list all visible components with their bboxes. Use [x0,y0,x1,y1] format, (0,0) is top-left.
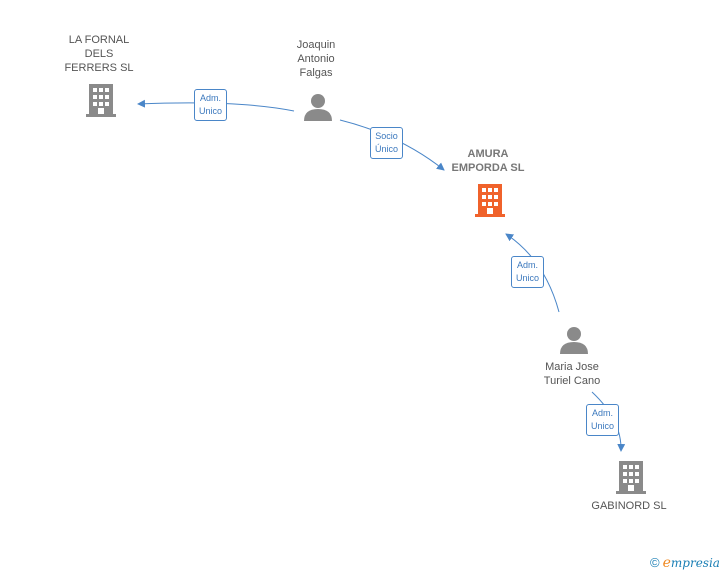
edge-joaquin-la-fornal [137,99,295,112]
edge-label-adm-unico: Adm. Unico [511,256,545,288]
edge-label-adm-unico: Adm. Unico [194,89,228,121]
building-icon [86,84,116,117]
edge-label-adm-unico: Adm. Unico [586,404,620,436]
node-label-gabinord[interactable]: GABINORD SL [591,500,667,512]
node-label-la-fornal[interactable]: LA FORNAL DELS FERRERS SL [64,34,134,74]
empresia-logo[interactable]: ©empresia [650,555,720,571]
node-label-joaquin[interactable]: Joaquin Antonio Falgas [296,39,336,79]
edge-label-socio-unico: Socio Único [370,127,404,159]
person-icon [304,94,332,121]
node-label-amura[interactable]: AMURA EMPORDA SL [451,148,525,174]
node-label-maria[interactable]: Maria Jose Turiel Cano [543,361,601,387]
building-icon [616,461,646,494]
copyright-icon: © [650,555,660,570]
person-icon [560,327,588,354]
building-icon [475,184,505,217]
